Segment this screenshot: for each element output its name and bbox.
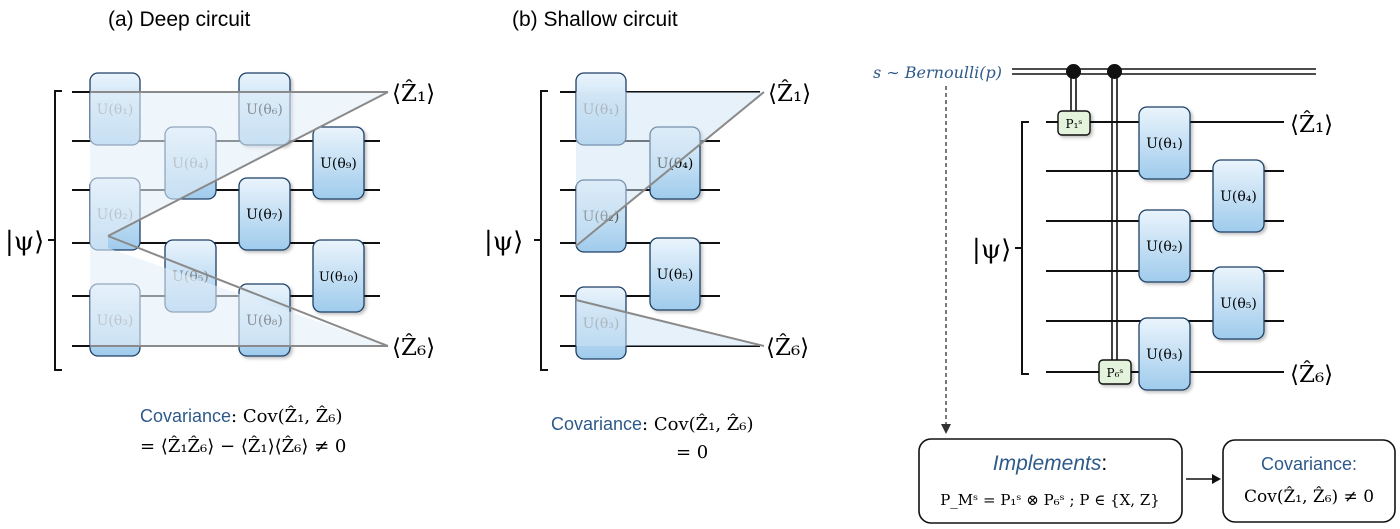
svg-text:U(θ₈): U(θ₈) — [246, 313, 283, 329]
panel-a-covariance-line2: = ⟨Ẑ₁Ẑ₆⟩ − ⟨Ẑ₁⟩⟨Ẑ₆⟩ ≠ 0 — [140, 434, 346, 457]
panel-b-title: (b) Shallow circuit — [512, 8, 678, 31]
gate-a-9: U(θ₉) — [312, 126, 365, 200]
control-dot-1 — [1066, 64, 1081, 79]
control-dot-2 — [1107, 64, 1122, 79]
svg-text:P₁ˢ: P₁ˢ — [1066, 117, 1083, 131]
panel-b-covariance-line2: = 0 — [676, 442, 708, 463]
implements-expr: P_Mˢ = P₁ˢ ⊗ P₆ˢ ; P ∈ {X, Z} — [940, 491, 1160, 509]
bernoulli-label: s ∼ Bernoulli(p) — [873, 63, 1002, 82]
gate-a-7: U(θ₇) — [238, 177, 291, 251]
gate-a-4: U(θ₄) — [164, 126, 217, 200]
svg-text:U(θ₃): U(θ₃) — [1146, 347, 1183, 363]
panel-c-out-top: ⟨Ẑ₁⟩ — [1290, 111, 1333, 138]
panel-a-bracket — [54, 90, 62, 371]
gate-c-5: U(θ₅) — [1212, 266, 1265, 340]
gate-c-1: U(θ₁) — [1138, 106, 1191, 180]
gate-c-2: U(θ₂) — [1138, 209, 1191, 283]
svg-text:U(θ₁): U(θ₁) — [1146, 136, 1183, 152]
gate-a-3: U(θ₃) — [89, 283, 141, 357]
covariance-box — [1222, 439, 1396, 523]
svg-text:U(θ₃): U(θ₃) — [97, 313, 134, 329]
panel-a-title: (a) Deep circuit — [108, 8, 251, 31]
gate-b-5: U(θ₅) — [649, 237, 701, 311]
panel-c-state: |ψ⟩ — [972, 235, 1011, 265]
implements-title: Implements: — [993, 452, 1107, 475]
panel-a-state: |ψ⟩ — [5, 227, 44, 257]
panel-b: (b) Shallow circuit |ψ⟩ U(θ₄) U(θ₅) U(θ₁… — [484, 8, 811, 463]
svg-text:U(θ₆): U(θ₆) — [246, 102, 283, 118]
svg-text:P₆ˢ: P₆ˢ — [1107, 366, 1124, 380]
panel-a-covariance: Covariance: Cov(Ẑ₁, Ẑ₆) — [140, 404, 343, 427]
classical-control-wires — [1070, 72, 1118, 360]
panel-b-bracket — [540, 90, 548, 371]
panel-a-out-top: ⟨Ẑ₁⟩ — [392, 80, 435, 107]
panel-c: s ∼ Bernoulli(p) |ψ⟩ — [873, 63, 1396, 524]
svg-text:U(θ₂): U(θ₂) — [97, 207, 134, 223]
svg-text:U(θ₄): U(θ₄) — [172, 156, 209, 172]
classical-register — [1012, 68, 1316, 75]
panel-b-covariance: Covariance: Cov(Ẑ₁, Ẑ₆) — [551, 412, 754, 435]
svg-text:U(θ₄): U(θ₄) — [1220, 189, 1257, 205]
svg-text:U(θ₇): U(θ₇) — [246, 207, 283, 223]
covariance-box-expr: Cov(Ẑ₁, Ẑ₆) ≠ 0 — [1244, 486, 1374, 507]
panel-b-state: |ψ⟩ — [484, 227, 523, 257]
panel-a-out-bottom: ⟨Ẑ₆⟩ — [392, 334, 435, 361]
result-arrow-head — [1212, 474, 1221, 484]
svg-text:U(θ₉): U(θ₉) — [320, 156, 357, 172]
covariance-box-title: Covariance: — [1261, 454, 1357, 474]
pauli-p6: P₆ˢ — [1098, 359, 1132, 385]
gate-c-4: U(θ₄) — [1212, 159, 1265, 233]
panel-a: (a) Deep circuit |ψ⟩ U(θ₆) U(θ₇) U(θ₈) — [5, 8, 435, 457]
gate-a-2: U(θ₂) — [89, 177, 141, 251]
implements-box — [918, 438, 1183, 524]
panel-b-out-top: ⟨Ẑ₁⟩ — [768, 80, 811, 107]
panel-c-out-bottom: ⟨Ẑ₆⟩ — [1290, 361, 1333, 388]
svg-text:U(θ₅): U(θ₅) — [1220, 296, 1257, 312]
panel-c-bracket — [1021, 121, 1029, 375]
svg-text:U(θ₁): U(θ₁) — [97, 102, 134, 118]
svg-text:U(θ₂): U(θ₂) — [1146, 239, 1183, 255]
svg-text:U(θ₁₀): U(θ₁₀) — [319, 270, 358, 285]
gate-a-10: U(θ₁₀) — [312, 239, 365, 313]
pauli-p1: P₁ˢ — [1057, 110, 1091, 136]
svg-text:U(θ₅): U(θ₅) — [657, 267, 694, 283]
gate-c-3: U(θ₃) — [1138, 317, 1191, 391]
panel-b-out-bottom: ⟨Ẑ₆⟩ — [766, 334, 809, 361]
panel-a-lightcone — [90, 92, 388, 346]
dashed-arrow-head — [941, 424, 951, 434]
